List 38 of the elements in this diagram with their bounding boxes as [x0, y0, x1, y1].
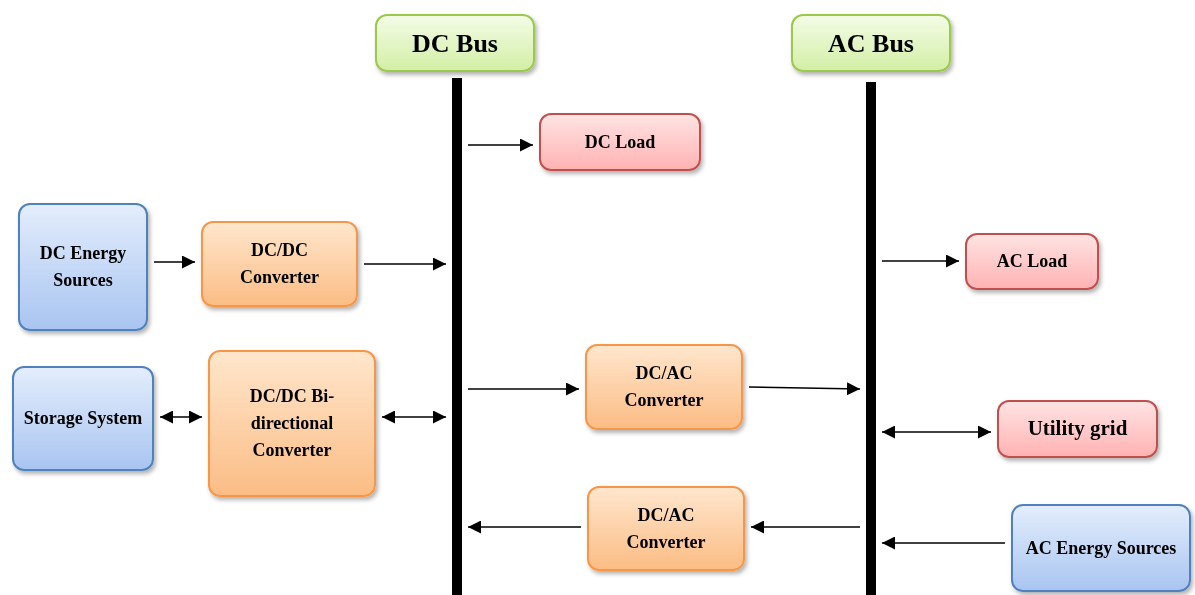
block-label: Utility grid: [1027, 415, 1128, 443]
block-label: Storage System: [23, 407, 143, 430]
arrow: [467, 520, 582, 534]
arrow: [748, 382, 861, 396]
arrow: [881, 536, 1006, 550]
block-label: DC Energy Sources: [38, 242, 128, 292]
arrow: [750, 520, 861, 534]
block-label: DC/AC Converter: [625, 503, 707, 554]
block-box: [587, 486, 745, 571]
arrow: [467, 138, 534, 152]
block-box: [965, 233, 1099, 290]
block-box: [201, 221, 358, 307]
block-label: DC/DC Bi-directional Converter: [248, 385, 336, 462]
block-box: [208, 350, 376, 497]
arrow: [363, 257, 447, 271]
block-label: DC/DC Converter: [239, 239, 320, 289]
arrow: [467, 382, 580, 396]
arrow: [881, 254, 960, 268]
arrow: [881, 425, 992, 439]
arrow: [381, 410, 447, 424]
block-label: DC Load: [584, 130, 656, 154]
block-label: AC Energy Sources: [1025, 536, 1177, 560]
block-label: DC Bus: [412, 27, 498, 60]
arrow: [159, 410, 203, 424]
block-box: [18, 203, 148, 331]
bus-label-box: [791, 14, 951, 72]
block-label: AC Load: [996, 250, 1068, 273]
arrow: [153, 255, 196, 269]
bus-bar: [866, 82, 876, 595]
bus-bar: [452, 78, 462, 595]
block-label: AC Bus: [828, 27, 914, 60]
bus-label-box: [375, 14, 535, 72]
block-box: [539, 113, 701, 171]
block-box: [1011, 504, 1191, 592]
block-box: [585, 344, 743, 430]
block-label: DC/AC Converter: [623, 362, 705, 412]
block-box: [997, 400, 1158, 458]
block-box: [12, 366, 154, 471]
